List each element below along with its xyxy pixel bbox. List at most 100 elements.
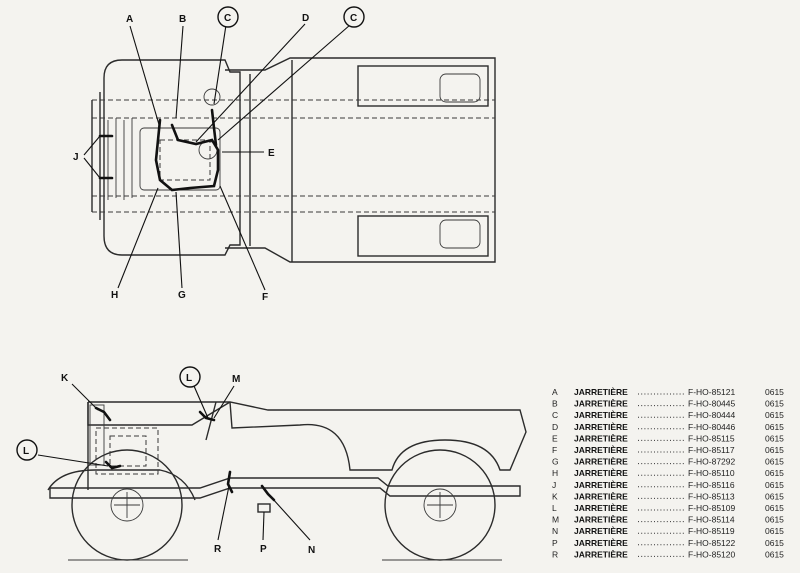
- parts-row-ref: E: [552, 433, 558, 443]
- callout-n: N: [308, 545, 315, 556]
- parts-row: N JARRETIÈRE F-HO-85119 0615: [552, 526, 784, 536]
- callout-f: F: [262, 292, 268, 303]
- parts-row-part-number: F-HO-80445: [688, 399, 736, 409]
- parts-row-part-number: F-HO-85110: [688, 468, 735, 478]
- callout-l-left-circle: [16, 439, 38, 461]
- parts-row-ref: H: [552, 468, 558, 478]
- callout-p: P: [260, 544, 267, 555]
- parts-row-ref: B: [552, 399, 558, 409]
- parts-row-name: JARRETIÈRE: [574, 538, 628, 548]
- parts-row-code: 0615: [765, 422, 784, 432]
- callout-c-top: C: [224, 13, 231, 24]
- parts-row-code: 0615: [765, 526, 784, 536]
- callout-g: G: [178, 290, 186, 301]
- top-view-fender-top: [357, 65, 489, 107]
- parts-row-part-number: F-HO-85115: [688, 433, 735, 443]
- side-view-radiator: [89, 404, 105, 466]
- callout-d: D: [302, 13, 309, 24]
- parts-row-name: JARRETIÈRE: [574, 480, 628, 490]
- parts-row-ref: R: [552, 549, 558, 559]
- parts-row-ref: J: [552, 480, 556, 490]
- parts-row-code: 0615: [765, 538, 784, 548]
- callout-l-top-circle: [179, 366, 201, 388]
- side-view-frame: [49, 477, 521, 499]
- parts-row-ref: G: [552, 457, 559, 467]
- callout-k: K: [61, 373, 69, 384]
- parts-row: D JARRETIÈRE F-HO-80446 0615: [552, 422, 784, 432]
- parts-row: R JARRETIÈRE F-HO-85120 0615: [552, 549, 784, 559]
- parts-row-name: JARRETIÈRE: [574, 410, 628, 420]
- parts-row-part-number: F-HO-85120: [688, 549, 736, 559]
- parts-row-part-number: F-HO-87292: [688, 457, 736, 467]
- parts-row-code: 0615: [765, 468, 784, 478]
- parts-row-part-number: F-HO-80446: [688, 422, 736, 432]
- side-view-harness-front: [94, 406, 112, 422]
- top-view-air-filter: [203, 88, 221, 106]
- parts-row-name: JARRETIÈRE: [574, 422, 628, 432]
- parts-row-ref: D: [552, 422, 558, 432]
- parts-row-name: JARRETIÈRE: [574, 526, 628, 536]
- top-view-seat-bottom: [439, 219, 481, 249]
- callout-r: R: [214, 544, 222, 555]
- callout-h: H: [111, 290, 118, 301]
- side-view-engine: [95, 427, 159, 475]
- parts-row-code: 0615: [765, 503, 784, 513]
- parts-row-part-number: F-HO-85121: [688, 387, 736, 397]
- parts-row-code: 0615: [765, 549, 784, 559]
- callout-e: E: [268, 148, 275, 159]
- side-view-connector-p: [257, 503, 271, 513]
- side-view-engine-inner: [109, 435, 147, 467]
- side-view-harness-lamp: [104, 460, 122, 470]
- parts-row-name: JARRETIÈRE: [574, 387, 628, 397]
- top-view: [91, 57, 496, 263]
- parts-row-ref: C: [552, 410, 558, 420]
- parts-row-part-number: F-HO-85119: [688, 526, 735, 536]
- side-view-front-fender: [47, 469, 196, 501]
- side-view-windshield: [205, 401, 217, 441]
- parts-row-ref: P: [552, 538, 558, 548]
- top-view-body: [249, 60, 293, 262]
- parts-row-ref: K: [552, 491, 558, 501]
- top-view-hood: [225, 57, 496, 263]
- parts-row-name: JARRETIÈRE: [574, 515, 628, 525]
- callout-m: M: [232, 374, 240, 385]
- parts-row-name: JARRETIÈRE: [574, 399, 628, 409]
- parts-row-code: 0615: [765, 491, 784, 501]
- parts-row-part-number: F-HO-85122: [688, 538, 736, 548]
- parts-row-name: JARRETIÈRE: [574, 549, 628, 559]
- top-view-frame-rail-top: [92, 99, 495, 119]
- top-view-harness-main: [154, 118, 220, 192]
- callout-a: A: [126, 14, 133, 25]
- top-view-seat-top: [439, 73, 481, 103]
- parts-row-ref: F: [552, 445, 557, 455]
- parts-row-name: JARRETIÈRE: [574, 433, 628, 443]
- callout-l-top: L: [186, 373, 192, 384]
- top-view-fender-bottom: [357, 215, 489, 257]
- side-view-hood: [87, 401, 231, 426]
- side-view-callouts: K L M L R P N: [16, 366, 315, 556]
- parts-row-part-number: F-HO-80444: [688, 410, 736, 420]
- parts-row-name: JARRETIÈRE: [574, 457, 628, 467]
- callout-c-right: C: [350, 13, 357, 24]
- parts-row-ref: N: [552, 526, 558, 536]
- parts-row-code: 0615: [765, 515, 784, 525]
- callout-c-top-circle: [217, 6, 239, 28]
- parts-table: A JARRETIÈRE F-HO-85121 0615 B JARRETIÈRE F-HO…: [552, 387, 784, 559]
- side-view-harness-dash: [198, 410, 216, 422]
- parts-row-part-number: F-HO-85117: [688, 445, 735, 455]
- side-view-front-hub: [110, 488, 144, 522]
- parts-row-code: 0615: [765, 445, 784, 455]
- side-view-harness-r: [226, 470, 234, 494]
- parts-row: P JARRETIÈRE F-HO-85122 0615: [552, 538, 784, 548]
- parts-row-part-number: F-HO-85116: [688, 480, 735, 490]
- parts-row-name: JARRETIÈRE: [574, 503, 628, 513]
- top-view-callouts: A B C D C E J H G F: [73, 6, 365, 303]
- parts-row-ref: A: [552, 387, 558, 397]
- parts-row-code: 0615: [765, 433, 784, 443]
- top-view-grille: [103, 59, 241, 256]
